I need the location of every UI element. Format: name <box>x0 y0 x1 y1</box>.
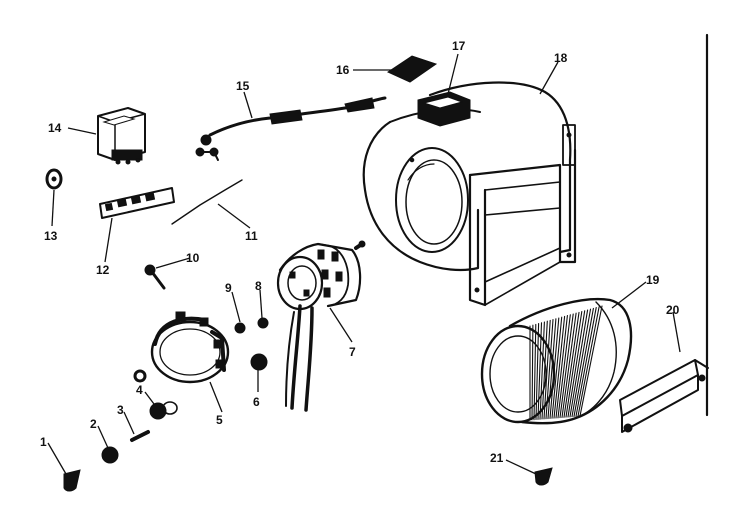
callout-3: 3 <box>117 403 124 417</box>
wheel-blade <box>565 311 583 418</box>
wheel-blade <box>557 314 571 419</box>
callout-20: 20 <box>666 303 680 317</box>
grommet <box>45 168 63 190</box>
wheel-blade <box>573 307 594 418</box>
wiring-harness <box>195 96 387 161</box>
callout-5: 5 <box>216 413 223 427</box>
motor-mount-ring <box>150 311 230 384</box>
wheel-blade <box>579 305 603 417</box>
callout-labels: 1 2 3 4 5 6 7 8 9 10 11 12 13 14 15 16 1… <box>40 39 680 465</box>
bushing <box>149 401 178 420</box>
cover-plate <box>386 55 438 83</box>
pin <box>130 430 150 443</box>
wheel-blade <box>567 310 586 418</box>
wheel-blade <box>571 308 592 418</box>
wheel-blade <box>539 321 545 420</box>
callout-6: 6 <box>253 395 260 409</box>
wheel-blade <box>535 323 540 421</box>
wheel-blade <box>575 307 597 417</box>
wheel-blade <box>531 324 534 421</box>
callout-18: 18 <box>554 51 568 65</box>
cap-6 <box>250 353 268 371</box>
callout-14: 14 <box>48 121 62 135</box>
callout-15: 15 <box>236 79 250 93</box>
blower-wheel <box>480 297 633 425</box>
wheel-blade <box>543 319 551 420</box>
callout-8: 8 <box>255 279 262 293</box>
callout-9: 9 <box>225 281 232 295</box>
callout-16: 16 <box>336 63 350 77</box>
screw-10 <box>144 264 166 290</box>
blower-motor <box>276 240 366 412</box>
wheel-blade <box>545 319 554 420</box>
wheel-blade <box>549 317 560 419</box>
wheel-blade <box>569 309 589 418</box>
wheel-blade <box>577 306 600 417</box>
washer <box>133 369 147 383</box>
wheel-blade <box>563 311 580 418</box>
screw-21 <box>534 467 553 486</box>
terminal-box <box>417 91 471 127</box>
wheel-blade <box>553 315 566 419</box>
callout-4: 4 <box>136 383 143 397</box>
wheel-blade <box>551 316 563 419</box>
wheel-blade <box>559 313 574 419</box>
callout-2: 2 <box>90 417 97 431</box>
wheel-blade <box>561 312 577 418</box>
wheel-blade <box>547 318 557 420</box>
nut-8 <box>257 317 269 329</box>
nut-2 <box>101 446 119 464</box>
callout-11: 11 <box>245 229 258 243</box>
blower-housing <box>362 81 577 307</box>
wheel-bracket <box>619 359 709 433</box>
wheel-blade <box>555 315 568 419</box>
callout-19: 19 <box>646 273 660 287</box>
screw-1 <box>63 469 81 492</box>
callout-1: 1 <box>40 435 47 449</box>
relay <box>97 107 146 165</box>
callout-7: 7 <box>349 345 356 359</box>
terminal-strip <box>99 187 175 219</box>
callout-17: 17 <box>452 39 466 53</box>
wire <box>171 179 243 225</box>
leader-lines <box>47 53 681 475</box>
nut-9 <box>234 322 246 334</box>
callout-10: 10 <box>186 251 200 265</box>
callout-21: 21 <box>490 451 504 465</box>
wheel-blade <box>537 322 543 420</box>
wheel-blade <box>541 320 548 420</box>
callout-13: 13 <box>44 229 58 243</box>
callout-12: 12 <box>96 263 110 277</box>
wheel-blade <box>533 323 537 421</box>
